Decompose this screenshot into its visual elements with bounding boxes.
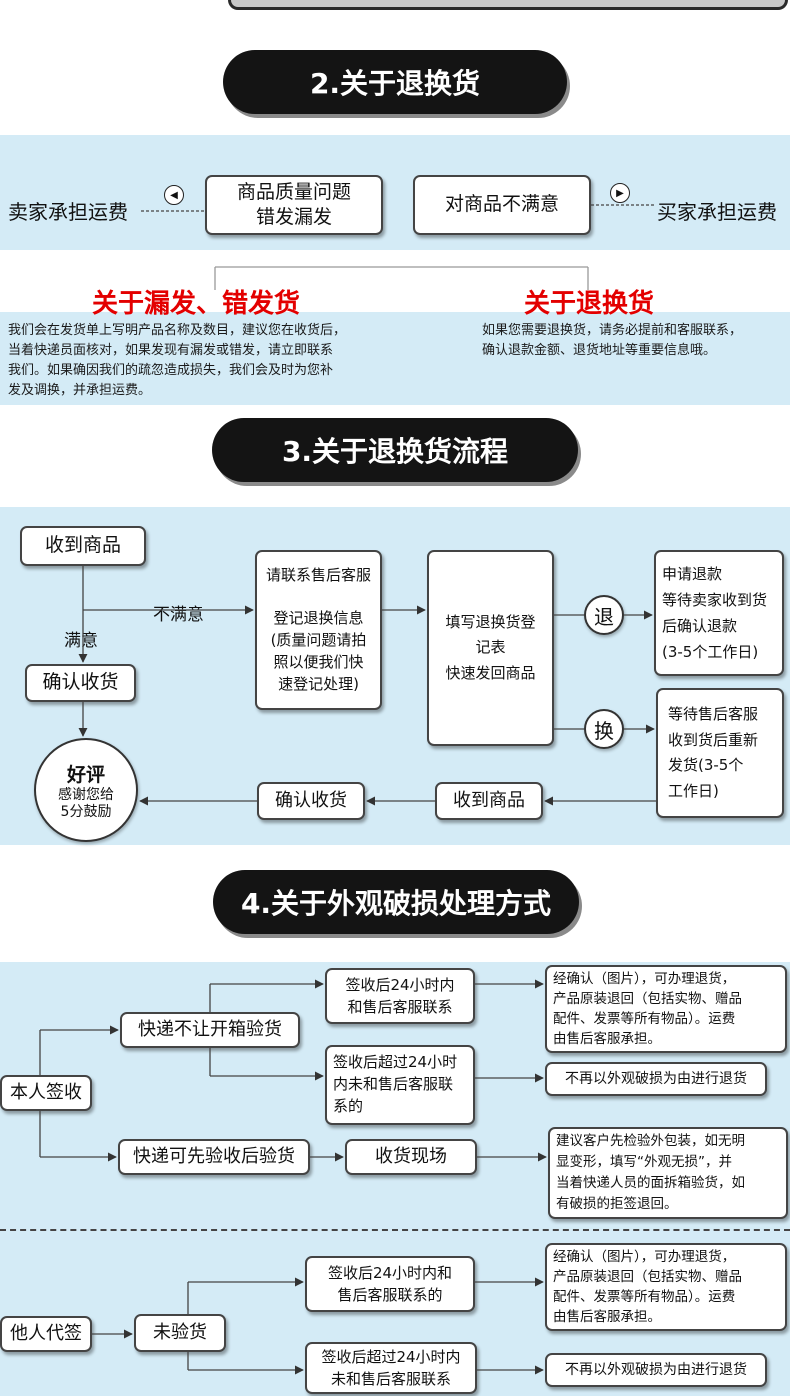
return-text: 如果您需要退换货，请务必提前和客服联系， 确认退款金额、退货地址等重要信息哦。 — [482, 323, 743, 359]
self-sign-box: 本人签收 — [0, 1075, 92, 1111]
good-review-title: 好评 — [66, 763, 105, 786]
within-24h-box-2: 签收后24小时内和 售后客服联系的 — [305, 1256, 475, 1312]
missing-return-band — [0, 312, 790, 405]
exchange-circle: 换 — [584, 709, 624, 749]
confirmed-return-box-2: 经确认（图片），可办理退货， 产品原装退回（包括实物、赠品 配件、发票等所有物品… — [545, 1243, 787, 1331]
section-2-title: 2.关于退换货 — [223, 50, 567, 114]
over-24h-box: 签收后超过24小时 内未和售后客服联 系的 — [325, 1045, 475, 1125]
inspect-first-box: 快递可先验收后验货 — [118, 1139, 310, 1175]
confirm-receipt-box: 确认收货 — [25, 664, 136, 702]
receive-goods-box: 收到商品 — [20, 526, 146, 566]
section-divider — [0, 1229, 790, 1231]
good-review-circle: 好评 感谢您给 5分鼓励 — [34, 738, 138, 842]
quality-issue-box: 商品质量问题 错发漏发 — [205, 175, 383, 235]
section-3-title: 3.关于退换货流程 — [212, 418, 578, 482]
return-cost-band — [0, 135, 790, 250]
return-heading: 关于退换货 — [524, 289, 655, 319]
unsatisfied-box: 对商品不满意 — [413, 175, 591, 235]
fill-form-box: 填写退换货登 记表 快速发回商品 — [427, 550, 554, 746]
confirmed-return-box: 经确认（图片），可办理退货， 产品原装退回（包括实物、赠品 配件、发票等所有物品… — [545, 965, 787, 1053]
refund-info-box: 申请退款 等待卖家收到货 后确认退款 (3-5个工作日) — [654, 550, 784, 676]
no-return-box-2: 不再以外观破损为由进行退货 — [545, 1353, 767, 1387]
missing-shipment-text: 我们会在发货单上写明产品名称及数目，建议您在收货后， 当着快递员面核对，如果发现… — [8, 323, 347, 399]
other-sign-box: 他人代签 — [0, 1316, 92, 1352]
top-image-edge — [228, 0, 788, 10]
no-return-box: 不再以外观破损为由进行退货 — [545, 1062, 767, 1096]
good-review-text: 感谢您给 5分鼓励 — [58, 786, 114, 820]
satisfied-label: 满意 — [64, 631, 98, 651]
within-24h-box: 签收后24小时内 和售后客服联系 — [325, 968, 475, 1024]
no-open-box: 快递不让开箱验货 — [120, 1012, 300, 1048]
on-site-box: 收货现场 — [345, 1139, 477, 1175]
buyer-pays-label: 买家承担运费 — [657, 200, 777, 224]
contact-service-box: 请联系售后客服 登记退换信息 (质量问题请拍 照以便我们快 速登记处理) — [255, 550, 382, 710]
missing-shipment-heading: 关于漏发、错发货 — [92, 289, 301, 319]
section-4-title: 4.关于外观破损处理方式 — [213, 870, 579, 934]
confirm-receipt-box-2: 确认收货 — [257, 782, 365, 820]
chevron-right-icon: ▶ — [610, 183, 630, 203]
receive-goods-box-2: 收到商品 — [435, 782, 543, 820]
seller-pays-label: 卖家承担运费 — [8, 200, 128, 224]
advice-box: 建议客户先检验外包装，如无明 显变形，填写“外观无损”，并 当着快递人员的面拆箱… — [548, 1127, 788, 1219]
over-24h-box-2: 签收后超过24小时内 未和售后客服联系 — [305, 1342, 477, 1394]
refund-circle: 退 — [584, 595, 624, 635]
not-inspected-box: 未验货 — [134, 1314, 226, 1352]
exchange-info-box: 等待售后客服 收到货后重新 发货(3-5个 工作日) — [656, 688, 784, 818]
chevron-left-icon: ◀ — [164, 185, 184, 205]
